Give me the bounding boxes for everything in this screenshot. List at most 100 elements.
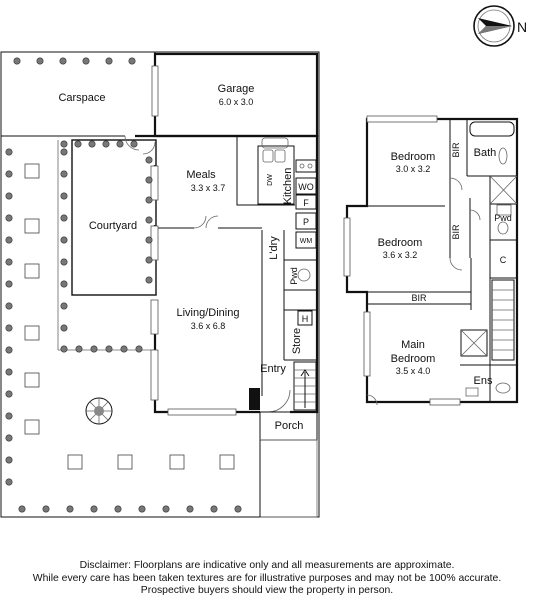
paver-tile <box>24 325 40 341</box>
shrub-icon <box>145 256 153 264</box>
shrub-icon <box>36 57 44 65</box>
shrub-icon <box>5 192 13 200</box>
shrub-icon <box>135 345 143 353</box>
entry-label: Entry <box>260 363 286 375</box>
shrub-icon <box>60 192 68 200</box>
shrub-icon <box>13 57 21 65</box>
shrub-icon <box>145 196 153 204</box>
shrub-icon <box>130 140 138 148</box>
shrub-icon <box>105 345 113 353</box>
shrub-icon <box>5 148 13 156</box>
first-floor-staircase <box>489 175 518 361</box>
shrub-icon <box>88 140 96 148</box>
shrub-icon <box>116 140 124 148</box>
garden-pavers <box>24 163 235 470</box>
paver-tile <box>67 454 83 470</box>
main-bir-label: BIR <box>411 293 427 303</box>
shrub-icon <box>234 505 242 513</box>
shrub-icon <box>5 258 13 266</box>
bathtub <box>469 121 515 137</box>
shrub-icon <box>5 302 13 310</box>
dishwasher-label: DW <box>267 174 274 186</box>
store-label: Store <box>291 328 303 354</box>
paver-tile <box>24 372 40 388</box>
meals-size: 3.3 x 3.7 <box>191 183 226 193</box>
paver-tile <box>24 263 40 279</box>
disclaimer-line-1: Disclaimer: Floorplans are indicative on… <box>79 560 455 571</box>
shrub-icon <box>145 216 153 224</box>
shrub-icon <box>128 57 136 65</box>
disclaimer: Disclaimer: Floorplans are indicative on… <box>0 560 534 598</box>
shrub-icon <box>74 140 82 148</box>
shrub-icon <box>5 456 13 464</box>
main-bedroom-size: 3.5 x 4.0 <box>396 366 431 376</box>
main-bedroom-label-line1: Main <box>401 339 425 351</box>
shrub-icon <box>75 345 83 353</box>
paver-tile <box>24 419 40 435</box>
bath-label: Bath <box>474 147 497 159</box>
fireplace <box>249 388 260 410</box>
paver-tile <box>219 454 235 470</box>
paver-tile <box>24 163 40 179</box>
garage-room <box>153 52 319 138</box>
shrub-icon <box>60 345 68 353</box>
shrub-icon <box>60 140 68 148</box>
cupboard-label: C <box>500 255 507 265</box>
first-floor: Bedroom 3.0 x 3.2 BIR Bath Bedroom 3.6 x… <box>343 115 519 406</box>
bedroom-1-bir-label: BIR <box>451 142 461 158</box>
shrub-icon <box>114 505 122 513</box>
laundry-label: L'dry <box>268 236 280 260</box>
meals-label: Meals <box>186 169 216 181</box>
bedroom-2-size: 3.6 x 3.2 <box>383 250 418 260</box>
living-dining-size: 3.6 x 6.8 <box>191 321 226 331</box>
shrub-icon <box>5 280 13 288</box>
shrub-icon <box>60 148 68 156</box>
shrub-icon <box>5 390 13 398</box>
wall-oven-label: WO <box>298 182 314 192</box>
shrub-icon <box>5 236 13 244</box>
kitchen-bench <box>257 145 295 205</box>
shrub-icon <box>102 140 110 148</box>
shrub-icon <box>60 170 68 178</box>
shrub-icon <box>66 505 74 513</box>
fridge-label: F <box>303 198 309 208</box>
shrub-icon <box>90 345 98 353</box>
courtyard-area <box>71 139 157 296</box>
bedroom-2-bir-label: BIR <box>451 224 461 240</box>
washing-machine-label: WM <box>300 238 313 245</box>
carspace-label: Carspace <box>58 92 105 104</box>
kitchen-label: Kitchen <box>282 168 294 205</box>
shrub-icon <box>5 478 13 486</box>
porch-label: Porch <box>275 420 304 432</box>
shrub-icon <box>5 368 13 376</box>
shrub-icon <box>82 57 90 65</box>
ensuite-label: Ens <box>474 375 493 387</box>
shrub-icon <box>145 276 153 284</box>
bedroom-1-size: 3.0 x 3.2 <box>396 164 431 174</box>
paver-tile <box>169 454 185 470</box>
paver-tile <box>24 218 40 234</box>
shrub-icon <box>5 346 13 354</box>
shrub-icon <box>210 505 218 513</box>
shrub-icon <box>120 345 128 353</box>
shrub-icon <box>145 176 153 184</box>
shrub-icon <box>60 280 68 288</box>
garden-shrubs <box>5 57 242 513</box>
shrub-icon <box>60 236 68 244</box>
paver-tile <box>117 454 133 470</box>
bedroom-2-label: Bedroom <box>378 237 423 249</box>
staircase <box>293 361 317 411</box>
shrub-icon <box>60 258 68 266</box>
north-label: N <box>517 19 527 35</box>
shrub-icon <box>90 505 98 513</box>
shrub-icon <box>145 156 153 164</box>
shrub-icon <box>60 324 68 332</box>
shrub-icon <box>18 505 26 513</box>
compass: N <box>473 5 527 47</box>
shrub-icon <box>5 434 13 442</box>
shrub-icon <box>5 324 13 332</box>
shrub-icon <box>162 505 170 513</box>
ground-floor: Carspace Garage 6.0 x 3.0 Meals 3.3 x 3.… <box>0 51 320 518</box>
courtyard-label: Courtyard <box>89 220 137 232</box>
